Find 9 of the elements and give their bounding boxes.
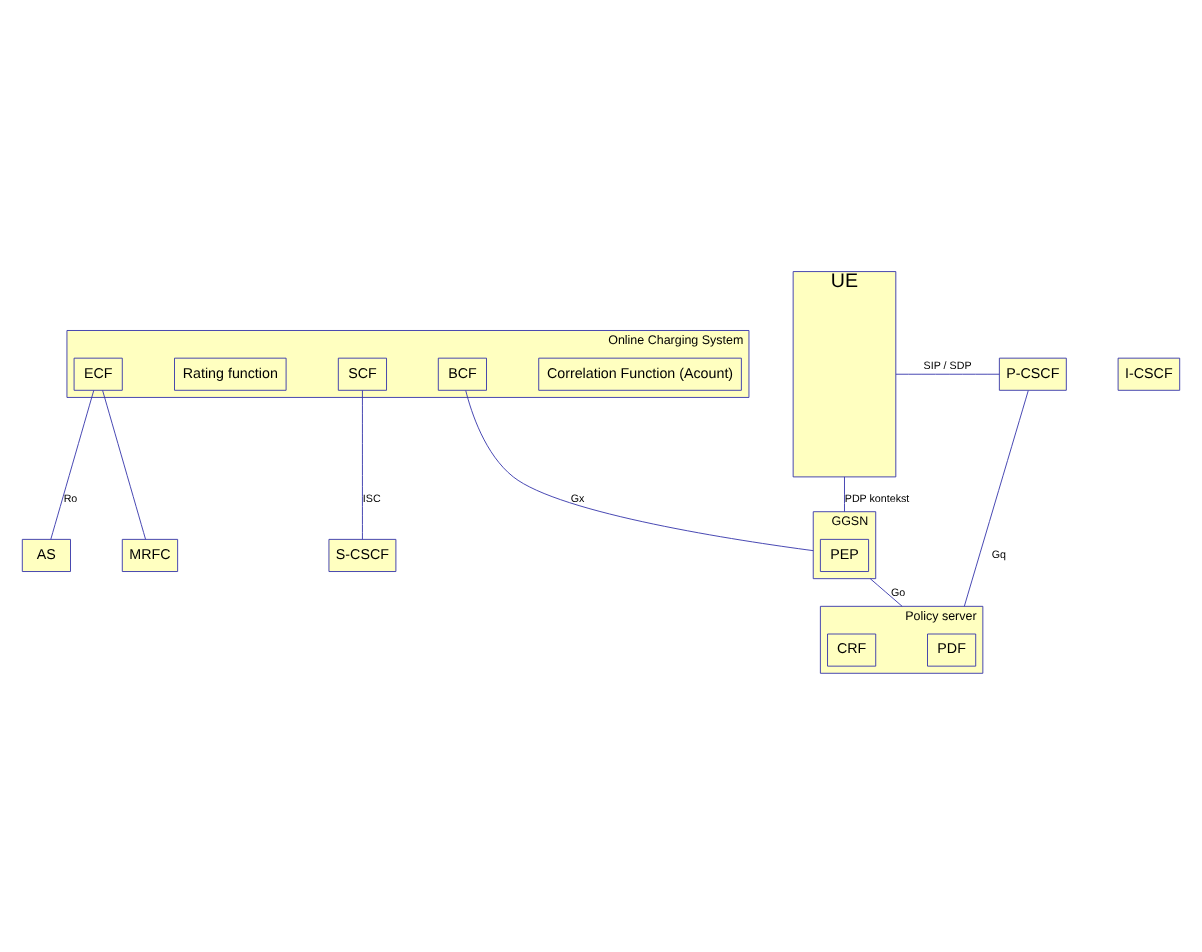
connector: [50, 390, 95, 540]
node-box: UE: [792, 271, 897, 478]
connector: [844, 476, 845, 513]
connector: [963, 390, 1029, 607]
connector: [869, 578, 903, 607]
connector: [361, 390, 363, 540]
connector: [102, 390, 146, 540]
connector: [895, 373, 1000, 375]
connector: [465, 390, 814, 552]
